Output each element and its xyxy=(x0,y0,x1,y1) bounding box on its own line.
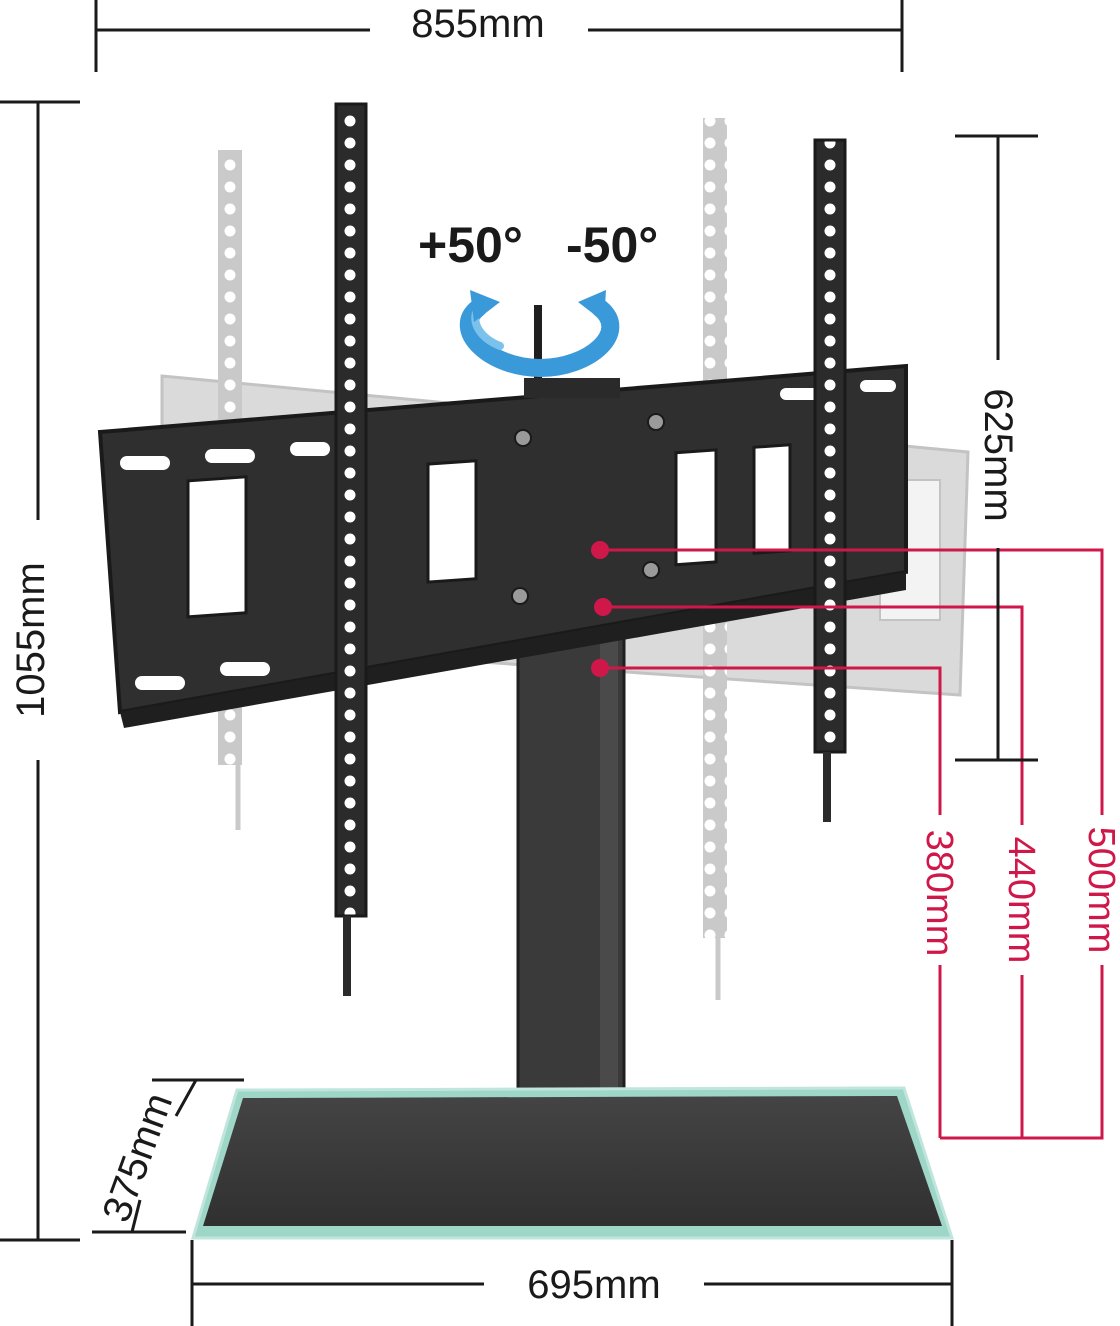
plate-window xyxy=(752,443,792,555)
dim-base-width xyxy=(190,1240,954,1326)
plate-bolt xyxy=(514,429,532,447)
height-point-low xyxy=(591,659,609,677)
height-label-low: 380mm xyxy=(918,830,960,957)
dim-top-width xyxy=(94,0,904,72)
dim-bracket-height xyxy=(955,134,1038,762)
plate-slot xyxy=(135,676,185,690)
swivel-angle-left: +50° xyxy=(418,217,523,273)
mount-plate-lower-edge xyxy=(120,572,906,728)
stand-body xyxy=(190,603,955,1240)
plate-window xyxy=(186,475,248,619)
height-label-high: 500mm xyxy=(1080,827,1120,954)
plate-bolt xyxy=(642,561,660,579)
label-gap xyxy=(1002,825,1042,975)
label-top-width: 855mm xyxy=(411,2,544,46)
rotate-arrow-icon xyxy=(459,290,620,378)
plate-bolt xyxy=(511,587,529,605)
height-point-high xyxy=(591,541,609,559)
plate-slot xyxy=(860,380,896,392)
plate-slot xyxy=(120,456,170,470)
dim-total-height xyxy=(0,100,80,1242)
plate-window xyxy=(674,448,718,567)
plate-slot xyxy=(780,388,820,400)
plate-bolt xyxy=(647,413,665,431)
dim-base-depth xyxy=(92,1078,244,1234)
label-base-width: 695mm xyxy=(527,1263,660,1307)
bracket-arm-right xyxy=(813,138,847,754)
label-gap xyxy=(1082,815,1120,965)
label-bracket-height: 625mm xyxy=(976,388,1020,521)
plate-window xyxy=(426,459,478,584)
bracket-arm-left xyxy=(334,102,368,918)
front-mount xyxy=(97,305,908,728)
swivel-head xyxy=(524,378,620,398)
label-base-depth: 375mm xyxy=(94,1087,181,1227)
glass-base-top xyxy=(203,1096,942,1226)
height-line-low xyxy=(600,666,942,1138)
height-point-mid xyxy=(594,598,612,616)
label-gap xyxy=(920,815,960,965)
bracket-arms xyxy=(334,102,847,996)
plate-slot xyxy=(220,662,270,676)
plate-slot xyxy=(290,442,330,456)
plate-slot xyxy=(205,449,255,463)
column-highlight xyxy=(600,610,618,1115)
label-total-height: 1055mm xyxy=(9,562,53,718)
swivel-angle-right: -50° xyxy=(566,217,658,273)
height-label-mid: 440mm xyxy=(1000,837,1042,964)
